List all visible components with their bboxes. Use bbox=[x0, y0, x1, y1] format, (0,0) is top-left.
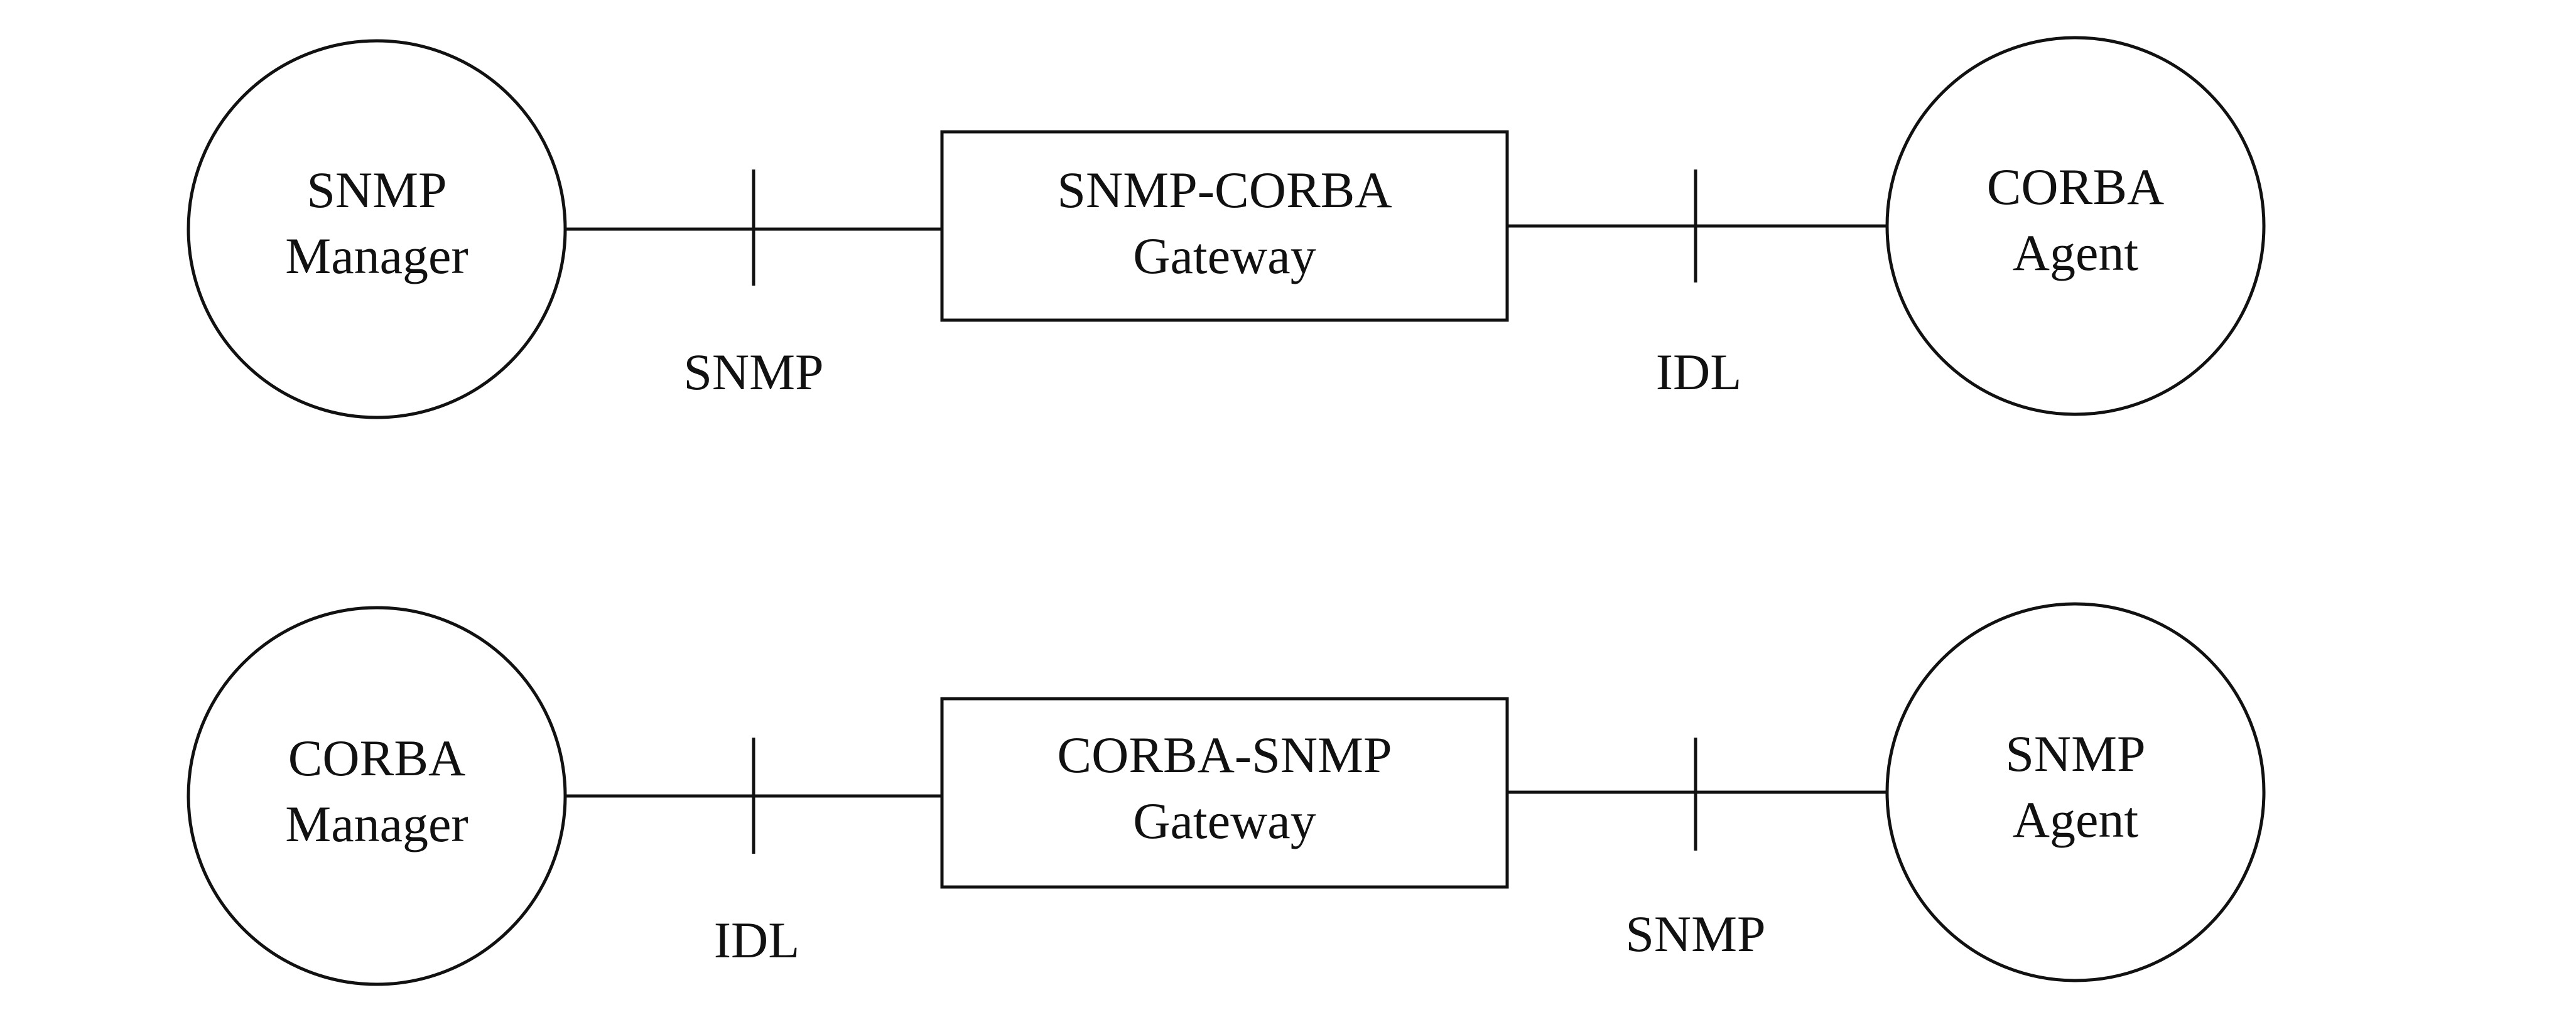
snmp-manager-label-line1: SNMP bbox=[306, 161, 446, 218]
snmp-corba-gateway-box bbox=[940, 130, 1509, 322]
corba-snmp-gateway-label-line1: CORBA-SNMP bbox=[1057, 726, 1392, 783]
snmp-agent-label-line1: SNMP bbox=[2005, 725, 2145, 782]
corba-agent-label-line1: CORBA bbox=[1987, 158, 2165, 215]
snmp-manager-label-line2: Manager bbox=[285, 227, 468, 284]
corba-manager-label-line2: Manager bbox=[285, 795, 468, 852]
corba-manager-label-line1: CORBA bbox=[288, 729, 466, 787]
diagram-row-snmp-corba: SNMP Manager SNMP SNMP-CORBA Gateway IDL… bbox=[187, 36, 2266, 419]
idl-protocol-label: IDL bbox=[714, 911, 800, 969]
corba-agent-label-line2: Agent bbox=[2013, 224, 2139, 281]
snmp-protocol-label: SNMP bbox=[683, 343, 823, 401]
snmp-corba-gateway-label-line2: Gateway bbox=[1133, 227, 1316, 284]
snmp-agent-label-line2: Agent bbox=[2013, 791, 2139, 848]
snmp-agent-node bbox=[1885, 602, 2266, 982]
corba-snmp-gateway-label-line2: Gateway bbox=[1133, 792, 1316, 849]
snmp-corba-gateway-label-line1: SNMP-CORBA bbox=[1057, 161, 1392, 218]
idl-protocol-label: IDL bbox=[1656, 343, 1742, 401]
diagram-row-corba-snmp: CORBA Manager IDL CORBA-SNMP Gateway SNM… bbox=[187, 602, 2266, 986]
snmp-protocol-label: SNMP bbox=[1625, 905, 1765, 962]
corba-agent-node bbox=[1885, 36, 2266, 416]
